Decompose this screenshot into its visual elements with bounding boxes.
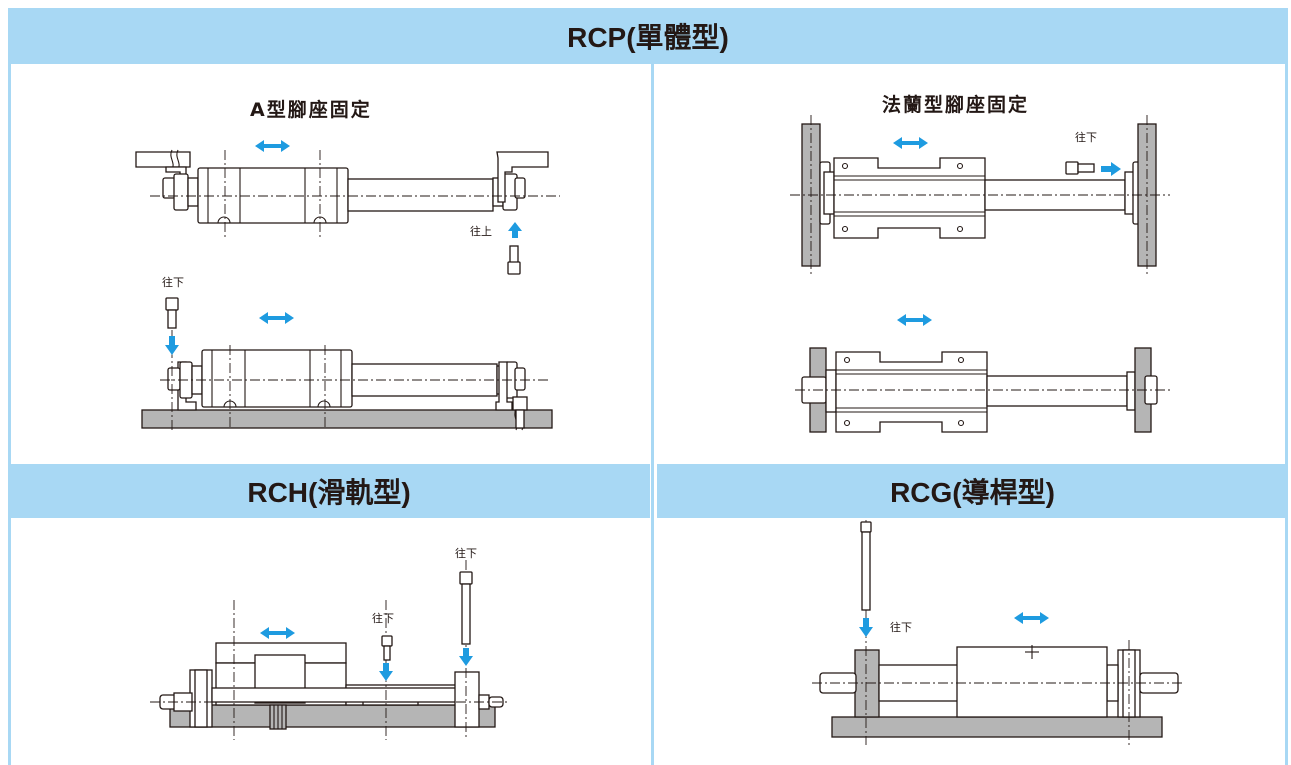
frame-left-line <box>8 64 11 765</box>
rcg-section-header: RCG(導桿型) <box>657 464 1288 518</box>
rcg-drawing <box>812 520 1185 745</box>
rcp-section-header: RCP(單體型) <box>8 8 1288 64</box>
right-arrow-icon-flange <box>1101 162 1121 176</box>
down-arrow-icon-rch-short <box>379 663 393 681</box>
motion-arrows <box>165 137 1121 681</box>
frame-right-line <box>1285 64 1288 765</box>
rch-section-header: RCH(滑軌型) <box>8 464 650 518</box>
double-arrow-icon-rcg <box>1014 612 1049 624</box>
rcp-section-title: RCP(單體型) <box>567 22 729 53</box>
direction-label-down-rch-long: 往下 <box>455 547 477 560</box>
direction-label-down-rch-short: 往下 <box>372 612 394 625</box>
a-type-bottom-drawing <box>141 297 553 431</box>
direction-label-down-rcg: 往下 <box>890 621 912 634</box>
a-type-top-drawing <box>135 149 560 275</box>
double-arrow-icon-a-top <box>255 140 290 152</box>
down-arrow-icon-a-bottom <box>165 336 179 355</box>
double-arrow-icon-a-bottom <box>259 312 294 324</box>
direction-label-up: 往上 <box>470 225 492 238</box>
direction-label-down-flange: 往下 <box>1075 131 1097 144</box>
flange-mount-title: 法蘭型腳座固定 <box>882 94 1030 116</box>
double-arrow-icon-rch <box>260 627 295 639</box>
rcg-section-title: RCG(導桿型) <box>890 477 1055 508</box>
direction-label-down-a-type: 往下 <box>162 276 184 289</box>
a-type-foot-mount-title: A型腳座固定 <box>250 99 372 121</box>
rch-section-title: RCH(滑軌型) <box>247 477 411 508</box>
flange-top-drawing <box>790 115 1170 275</box>
down-arrow-icon-rcg <box>859 618 873 637</box>
flange-bottom-drawing <box>795 347 1170 433</box>
rch-drawing <box>150 560 510 740</box>
double-arrow-icon-flange-bottom <box>897 314 932 326</box>
up-arrow-icon <box>508 222 522 238</box>
frame-center-line <box>651 64 654 765</box>
double-arrow-icon-flange-top <box>893 137 928 149</box>
down-arrow-icon-rch-long <box>459 648 473 666</box>
